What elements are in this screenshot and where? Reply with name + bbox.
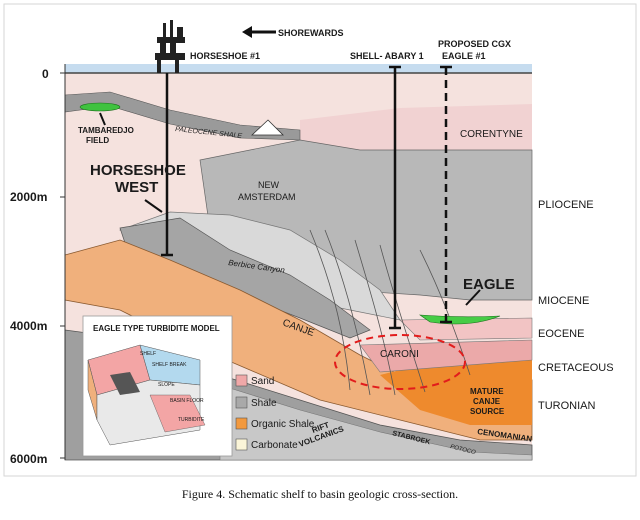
horseshoe-west-label-line2: WEST: [115, 179, 158, 196]
legend-label-sand: Sand: [251, 376, 274, 387]
legend-label-carbonate: Carbonate: [251, 440, 298, 451]
age-label-turonian: TURONIAN: [538, 400, 596, 412]
mature-label-line3: SOURCE: [470, 407, 505, 416]
cgx-label-line1: PROPOSED CGX: [438, 39, 511, 49]
cross-section-figure: 0 2000m 4000m 6000m SHOREWARDS HORSESHOE…: [0, 0, 640, 480]
inset-label-shelf-break: SHELF BREAK: [152, 362, 187, 368]
shell-abary-1-label: SHELL- ABARY 1: [350, 51, 424, 61]
cgx-label-line2: EAGLE #1: [442, 51, 486, 61]
new-amsterdam-label-line2: AMSTERDAM: [238, 192, 296, 202]
figure-caption: Figure 4. Schematic shelf to basin geolo…: [0, 487, 640, 502]
depth-label-6000: 6000m: [10, 452, 47, 466]
eagle-label: EAGLE: [463, 276, 515, 293]
age-label-miocene: MIOCENE: [538, 295, 589, 307]
legend-label-organic-shale: Organic Shale: [251, 419, 315, 430]
depth-label-0: 0: [42, 67, 49, 81]
legend-swatch-organic-shale: [236, 418, 247, 429]
mature-label-line1: MATURE: [470, 387, 504, 396]
corentyne-label: CORENTYNE: [460, 129, 523, 140]
legend-swatch-shale: [236, 397, 247, 408]
legend-swatch-sand: [236, 375, 247, 386]
sea-water: [65, 64, 532, 73]
turbidite-block-diagram: [88, 345, 205, 445]
new-amsterdam-label-line1: NEW: [258, 180, 280, 190]
age-label-cretaceous: CRETACEOUS: [538, 362, 614, 374]
legend-swatch-carbonate: [236, 439, 247, 450]
shorewards-label: SHOREWARDS: [278, 28, 344, 38]
age-label-eocene: EOCENE: [538, 328, 584, 340]
inset-title: EAGLE TYPE TURBIDITE MODEL: [93, 324, 220, 333]
depth-label-4000: 4000m: [10, 319, 47, 333]
mature-label-line2: CANJE: [473, 397, 501, 406]
age-label-pliocene: PLIOCENE: [538, 199, 594, 211]
inset-label-basin-floor: BASIN FLOOR: [170, 398, 204, 404]
inset-label-turbidite: TURBIDITE: [178, 417, 205, 423]
tambaredjo-field-lens: [80, 103, 120, 111]
horseshoe-west-label-line1: HORSESHOE: [90, 162, 186, 179]
depth-label-2000: 2000m: [10, 190, 47, 204]
caroni-label: CARONI: [380, 349, 419, 360]
tambaredjo-label-line1: TAMBAREDJO: [78, 126, 134, 135]
horseshoe-1-label: HORSESHOE #1: [190, 51, 260, 61]
inset-label-slope: SLOPE: [158, 382, 175, 388]
inset-label-shelf: SHELF: [140, 351, 156, 357]
legend-label-shale: Shale: [251, 398, 277, 409]
tambaredjo-label-line2: FIELD: [86, 136, 109, 145]
